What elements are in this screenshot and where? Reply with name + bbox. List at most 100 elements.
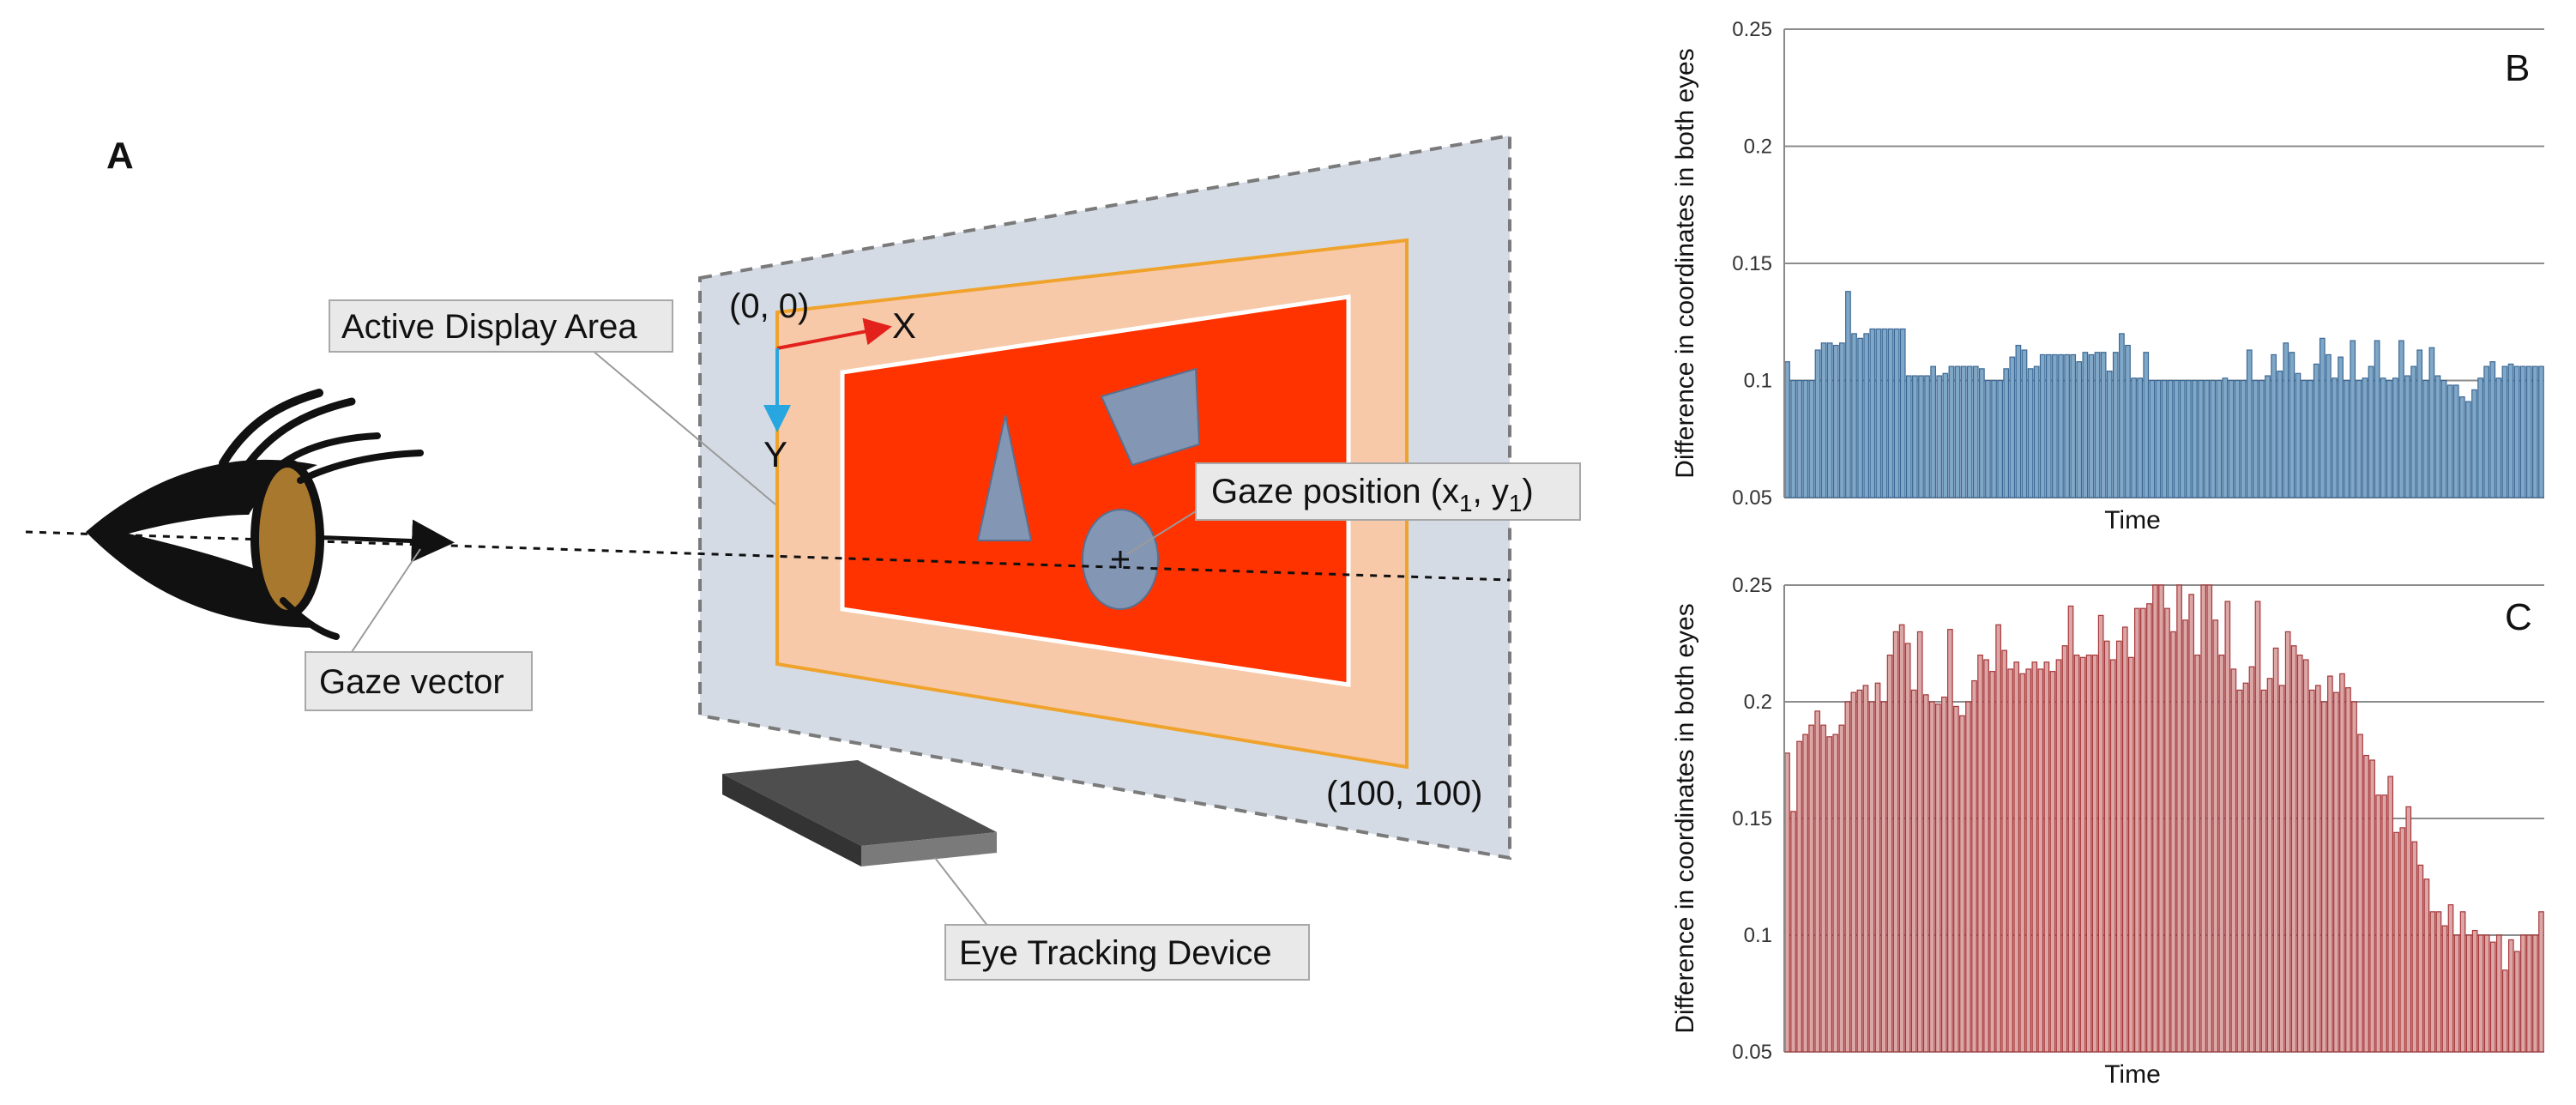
panel-c-bar	[2369, 759, 2375, 1053]
panel-c-bar	[1983, 659, 1989, 1053]
panel-c-bar	[2272, 647, 2279, 1053]
panel-c-bar	[2025, 668, 2032, 1053]
panel-b-bar	[2131, 377, 2137, 498]
panel-c-bar	[2037, 668, 2044, 1053]
panel-b-bar	[2398, 340, 2404, 498]
eye-icon	[86, 389, 424, 640]
panel-c-bar	[2188, 594, 2194, 1053]
panel-c-y-tick-label: 0.25	[1732, 574, 1772, 597]
panel-c-bar	[2357, 734, 2363, 1053]
panel-c-bar	[2103, 640, 2110, 1053]
panel-c-bar	[2465, 934, 2472, 1053]
panel-b-bar	[1985, 379, 1991, 498]
panel-b-x-axis-label: Time	[2104, 506, 2161, 534]
panel-b-bar	[2143, 352, 2150, 498]
panel-b-bar	[2477, 377, 2483, 498]
panel-b-bar	[2155, 379, 2162, 498]
panel-b-bar	[2064, 353, 2070, 498]
panel-c-bar	[2441, 925, 2448, 1053]
origin-label: (0, 0)	[729, 287, 809, 325]
panel-c-bar	[2260, 689, 2267, 1053]
panel-b-bar	[2483, 365, 2490, 498]
panel-c-bar	[2526, 934, 2532, 1053]
panel-b-bar	[2149, 379, 2156, 498]
panel-b-bar	[2119, 333, 2125, 498]
panel-b-bar	[2033, 365, 2040, 498]
panel-c-bar	[2043, 661, 2050, 1053]
panel-b-bar	[1905, 375, 1912, 498]
panel-c-bar	[1856, 689, 1863, 1053]
panel-c-bar	[1796, 740, 1802, 1053]
panel-b-y-axis-label: Difference in coordinates in both eyes	[1671, 48, 1699, 478]
panel-c-bar	[2164, 607, 2170, 1053]
callout-gaze-position: Gaze position (x1, y1)	[1195, 462, 1581, 521]
panel-c-bar	[2393, 831, 2400, 1053]
panel-b-bar	[2507, 363, 2514, 498]
panel-b-bar	[2167, 379, 2174, 498]
panel-c-bar	[2453, 934, 2460, 1053]
panel-c-gridlines	[1784, 584, 2544, 1053]
panel-c-bar	[2146, 603, 2152, 1053]
panel-c-bar	[1959, 715, 1965, 1053]
panel-b-bar	[1784, 361, 1790, 498]
panel-c-bar	[2532, 934, 2538, 1053]
panel-c-bar	[1922, 694, 1929, 1053]
panel-b-bar	[1875, 328, 1882, 498]
panel-b-bar	[1972, 365, 1979, 498]
panel-c-bar	[2085, 654, 2092, 1053]
panel-b-bar	[2495, 377, 2502, 498]
panel-c-bar	[2520, 934, 2526, 1053]
panel-c-bar	[2381, 794, 2387, 1053]
panel-b-bar	[2374, 340, 2380, 498]
panel-c-bar	[2314, 685, 2321, 1053]
panel-b-bar	[1863, 333, 1870, 498]
panel-b-bar	[2392, 377, 2398, 498]
panel-b-bar	[2173, 379, 2180, 498]
panel-c-bar	[2254, 601, 2261, 1053]
panel-b-y-tick-label: 0.1	[1744, 370, 1772, 393]
panel-b-letter: B	[2505, 47, 2530, 89]
panel-c-bar	[1898, 624, 1905, 1053]
panel-b-bar	[2106, 370, 2113, 498]
panel-c-bar	[2266, 678, 2273, 1053]
panel-c-bar	[2489, 941, 2496, 1053]
panel-c-bar	[2121, 626, 2128, 1053]
panel-b-bar	[2313, 363, 2320, 498]
panel-c-bar	[1832, 734, 1839, 1053]
callout-gaze-vector: Gaze vector	[305, 651, 533, 711]
panel-c-bar	[1814, 710, 1821, 1053]
panel-b-bar	[2471, 389, 2477, 498]
panel-c-bar	[2206, 584, 2213, 1053]
panel-b-bar	[2192, 379, 2198, 498]
panel-c-bar	[1989, 671, 1995, 1053]
panel-b-bar	[2185, 379, 2192, 498]
panel-b-bar	[1991, 379, 1997, 498]
gaze-position-label: Gaze position (x1, y1)	[1211, 473, 1534, 516]
panel-c-bar	[1910, 689, 1917, 1053]
svg-text:Active Display Area: Active Display Area	[341, 308, 637, 346]
panel-b-bar	[1954, 365, 1961, 498]
panel-c-bar	[1784, 752, 1790, 1053]
panel-c-bar	[1850, 691, 1857, 1053]
panel-c-bar	[1838, 724, 1845, 1053]
panel-b-bar	[2465, 401, 2471, 498]
panel-b-bar	[2265, 375, 2271, 498]
panel-c-bar	[2284, 631, 2291, 1053]
panel-b-bar	[2021, 349, 2028, 498]
panel-c-bar	[2429, 911, 2436, 1053]
panel-c-bar	[2200, 584, 2207, 1053]
panel-c-bar	[2339, 673, 2345, 1053]
panel-b-bar	[2179, 379, 2186, 498]
panel-b-bar	[2501, 365, 2508, 498]
panel-b-bar	[1802, 379, 1809, 498]
panel-b-bar	[2240, 379, 2247, 498]
panel-b-bar	[1936, 375, 1943, 498]
panel-b-bar	[2204, 379, 2210, 498]
panel-b-bars	[1784, 291, 2544, 498]
panel-c-bar	[1820, 724, 1827, 1053]
panel-b-bar	[2440, 379, 2447, 498]
panel-b-bar	[2125, 344, 2131, 498]
panel-c-y-axis-label: Difference in coordinates in both eyes	[1671, 603, 1699, 1033]
panel-c-bar	[1880, 701, 1887, 1053]
panel-c-bar	[1868, 701, 1875, 1053]
